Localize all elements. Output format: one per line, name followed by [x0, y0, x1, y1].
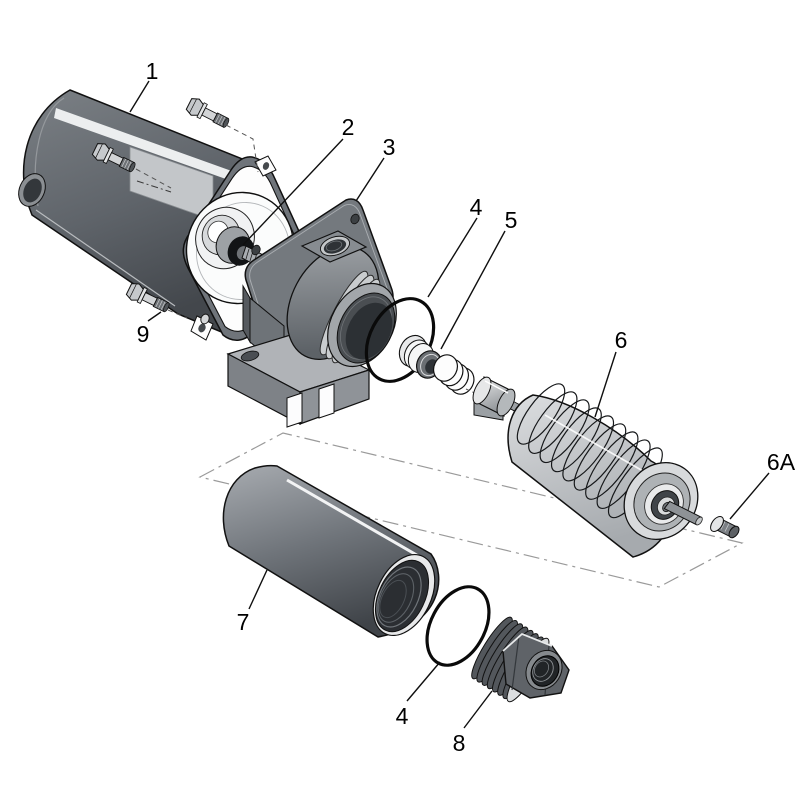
leader-lines [129, 80, 770, 729]
callout-6: 6 [615, 327, 628, 353]
leader-6 [594, 351, 617, 418]
leader-9 [147, 311, 162, 322]
part-end-plug [471, 616, 570, 703]
part-impeller-stack [507, 383, 703, 558]
part-seal-spring [432, 354, 475, 395]
bracket-foot-slot [318, 383, 335, 419]
callout-5: 5 [505, 207, 518, 233]
bracket-foot-slot [286, 392, 303, 428]
callout-9: 9 [137, 321, 150, 347]
callout-4-rear: 4 [396, 703, 409, 729]
leader-2 [242, 138, 344, 246]
callout-3: 3 [383, 134, 396, 160]
motor-highlight-stripe [54, 108, 254, 189]
callout-7: 7 [237, 609, 250, 635]
callout-4-front: 4 [470, 194, 483, 220]
leader-5 [440, 230, 506, 350]
part-impeller-screw [710, 516, 740, 539]
part-motor-face-plate [182, 155, 308, 341]
callout-labels: 1 2 3 4 5 6 6A 7 4 8 9 [137, 58, 796, 756]
part-motor-bolts [90, 95, 259, 319]
alignment-centerline-box [198, 432, 744, 588]
leader-4-front [427, 217, 478, 298]
callout-2: 2 [342, 114, 355, 140]
leader-8 [463, 690, 493, 729]
part-casing-sleeve [222, 464, 440, 638]
callout-6A: 6A [767, 449, 796, 475]
callout-8: 8 [453, 730, 466, 756]
leader-4-rear [406, 661, 441, 702]
leader-1 [129, 80, 150, 113]
leader-7 [248, 569, 268, 610]
leader-3 [355, 157, 385, 202]
leader-6A [729, 472, 770, 520]
callout-1: 1 [146, 58, 159, 84]
